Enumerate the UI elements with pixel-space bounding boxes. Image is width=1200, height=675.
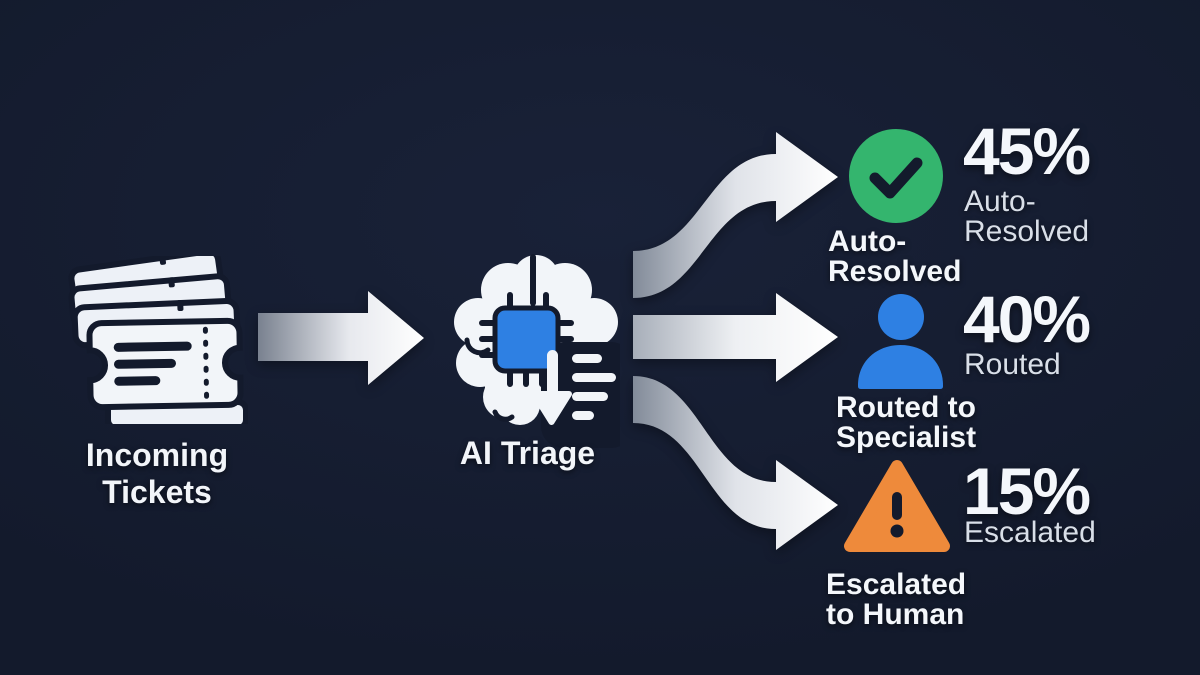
brain-chip-icon bbox=[454, 254, 620, 448]
processor-label: AI Triage bbox=[459, 435, 596, 471]
escalated-metric-label: Escalated bbox=[964, 516, 1096, 549]
check-circle-icon bbox=[849, 129, 943, 223]
auto-resolved-label: Auto-Resolved bbox=[828, 225, 962, 288]
auto-resolved-metric-label: Auto-Resolved bbox=[964, 185, 1090, 248]
routed-metric-label: Routed bbox=[964, 348, 1061, 381]
arrow-triage-to-auto-resolved bbox=[633, 132, 838, 298]
source-label-line2: Tickets bbox=[102, 474, 212, 510]
warning-triangle-icon bbox=[844, 460, 950, 552]
source-label: Incoming Tickets bbox=[32, 437, 282, 511]
routed-label: Routed to Specialist bbox=[836, 391, 977, 454]
arrow-triage-to-escalated bbox=[633, 376, 838, 550]
arrow-triage-to-routed bbox=[633, 293, 838, 382]
escalated-label: Escalated to Human bbox=[826, 568, 967, 631]
arrow-source-to-triage bbox=[258, 291, 424, 385]
user-icon bbox=[858, 294, 943, 389]
auto-resolved-percent: 45% bbox=[963, 114, 1091, 188]
triage-sort-arrow bbox=[531, 350, 616, 425]
ticket-stack-icon bbox=[68, 256, 248, 424]
ai-chip bbox=[492, 305, 561, 374]
escalated-percent: 15% bbox=[963, 454, 1091, 528]
routed-percent: 40% bbox=[963, 282, 1091, 356]
source-label-line1: Incoming bbox=[85, 437, 229, 473]
